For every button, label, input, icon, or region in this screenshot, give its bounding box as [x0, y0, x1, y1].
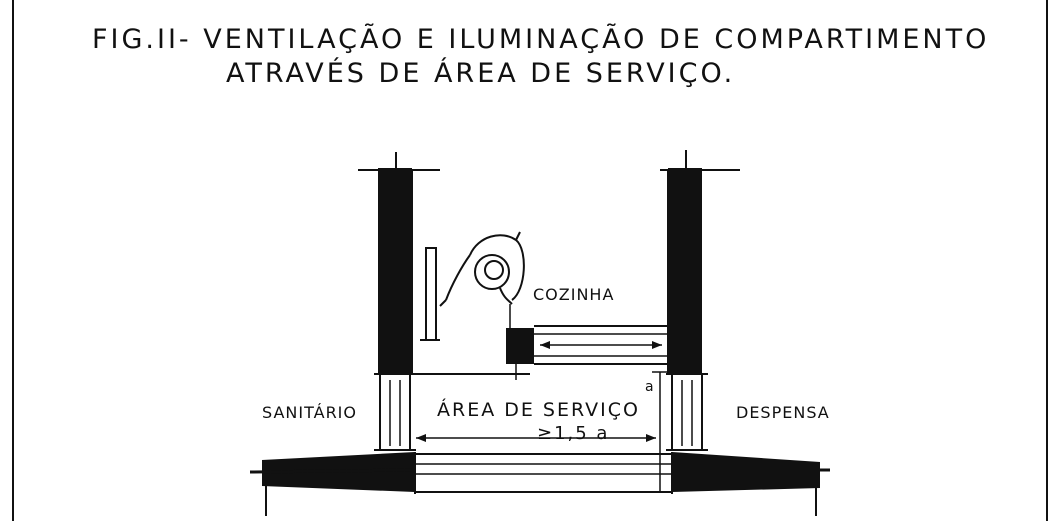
left-door — [420, 247, 440, 341]
label-sanitario: SANITÁRIO — [262, 403, 357, 422]
right-border-line — [1046, 0, 1048, 521]
label-despensa: DESPENSA — [736, 403, 830, 422]
left-border-line — [12, 0, 14, 521]
label-cozinha: COZINHA — [533, 285, 615, 304]
figure-title-line-2: ATRAVÉS DE ÁREA DE SERVIÇO. — [226, 58, 736, 89]
figure-title-line-1: FIG.II- VENTILAÇÃO E ILUMINAÇÃO DE COMPA… — [92, 24, 990, 55]
dimension-lines — [416, 371, 668, 492]
label-dimension: ≥1,5 a — [537, 423, 610, 444]
kitchen-window — [412, 304, 668, 380]
sanitario-window — [374, 373, 416, 451]
person-figure — [439, 231, 525, 307]
bottom-wall — [249, 452, 830, 516]
despensa-window — [666, 373, 708, 451]
left-wall — [358, 152, 440, 374]
label-dimension-ref: a — [645, 379, 655, 395]
label-area-de-servico: ÁREA DE SERVIÇO — [437, 399, 640, 421]
right-wall — [660, 150, 740, 374]
